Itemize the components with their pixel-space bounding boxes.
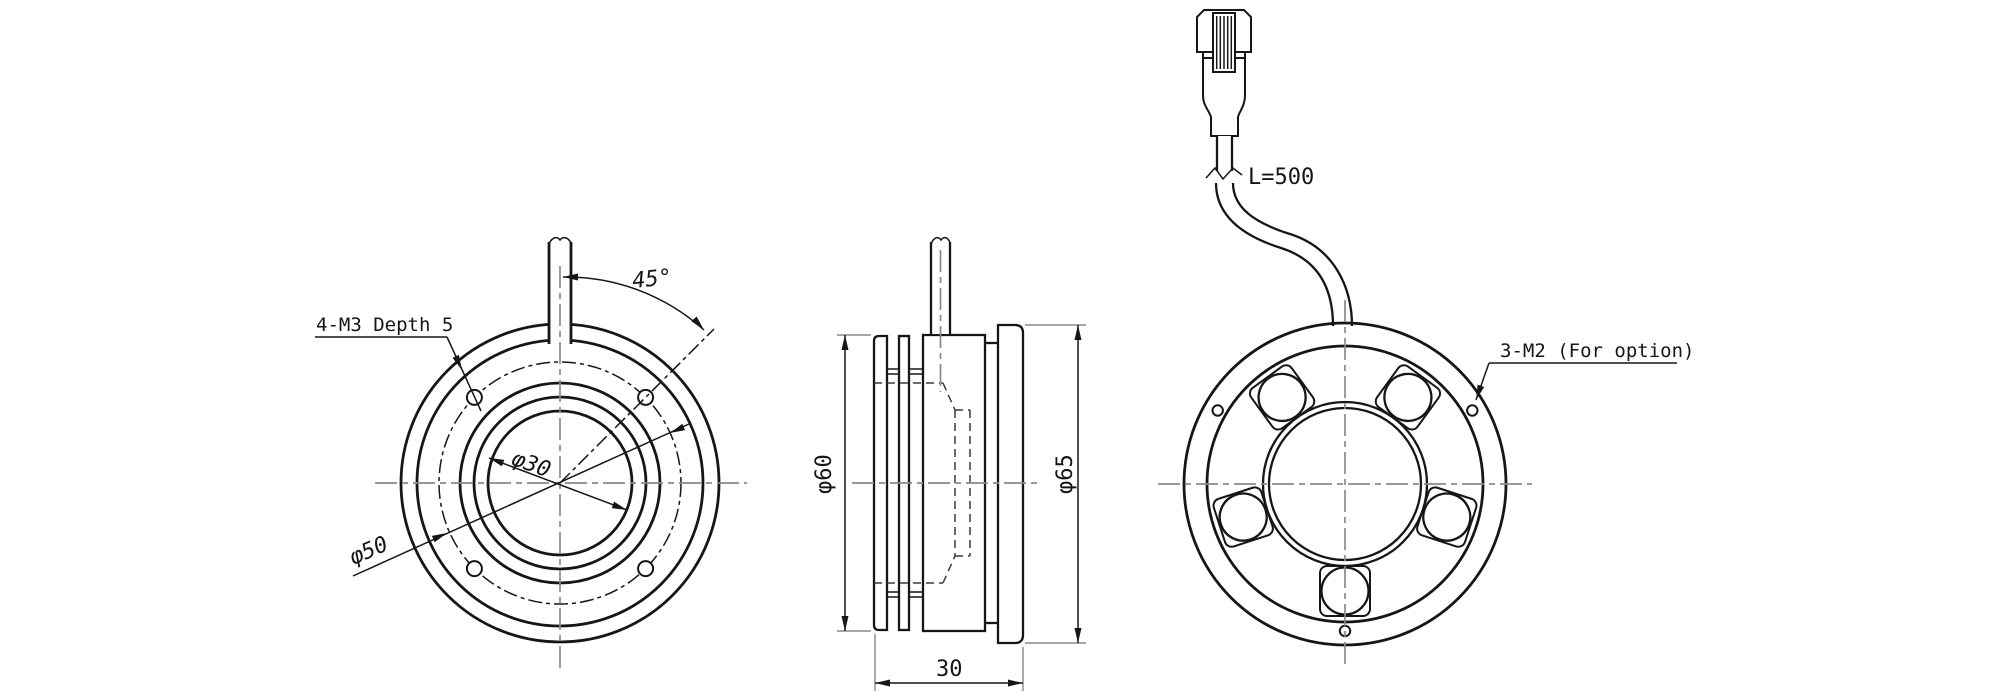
dimension-depth30: 30 xyxy=(874,634,1024,691)
side-plate-slots xyxy=(887,368,923,598)
front-cable-tube xyxy=(547,236,573,344)
label-phi60: φ60 xyxy=(812,454,837,494)
led-module xyxy=(1374,364,1442,431)
label-4m3-depth5: 4-M3 Depth 5 xyxy=(316,314,453,336)
rear-led-modules xyxy=(1212,364,1478,617)
dimension-phi65: φ65 xyxy=(1025,324,1086,644)
cable xyxy=(1214,182,1354,327)
led-module xyxy=(1416,486,1478,548)
label-phi65: φ65 xyxy=(1053,454,1078,494)
m3-hole xyxy=(637,560,655,578)
side-diffuser-plate xyxy=(872,334,889,632)
leader-3m2: 3-M2 (For option) xyxy=(1475,340,1694,401)
cable-connector xyxy=(1196,9,1252,181)
dimension-phi30: φ30 xyxy=(488,446,628,511)
m2-hole xyxy=(1211,404,1224,417)
led-module xyxy=(1248,364,1316,431)
side-rear-flange xyxy=(996,323,1025,645)
front-view: φ30 φ50 45° 4-M3 Depth 5 xyxy=(315,236,747,668)
cable-stub xyxy=(1215,136,1234,171)
label-phi30: φ30 xyxy=(508,446,554,483)
m2-hole xyxy=(1466,404,1479,417)
back-view: L=500 3-M2 (For option) xyxy=(1158,9,1694,668)
dimension-45deg: 45° xyxy=(562,265,705,331)
label-depth30: 30 xyxy=(936,657,963,682)
led-module xyxy=(1212,486,1274,548)
connector-latch xyxy=(1212,12,1236,73)
label-3m2-option: 3-M2 (For option) xyxy=(1500,340,1694,362)
cable-break-symbol xyxy=(1205,166,1243,181)
label-cable-length: L=500 xyxy=(1248,165,1314,190)
m3-hole xyxy=(465,560,483,578)
leader-4m3: 4-M3 Depth 5 xyxy=(315,314,482,412)
side-view: φ60 φ65 30 xyxy=(812,236,1086,691)
connector-boot xyxy=(1202,57,1246,137)
tube-break-cap xyxy=(548,236,572,245)
label-phi50: φ50 xyxy=(346,532,392,571)
label-45deg: 45° xyxy=(631,265,673,294)
dimension-phi60: φ60 xyxy=(812,334,871,632)
hole-axis-45deg-line xyxy=(559,328,715,484)
